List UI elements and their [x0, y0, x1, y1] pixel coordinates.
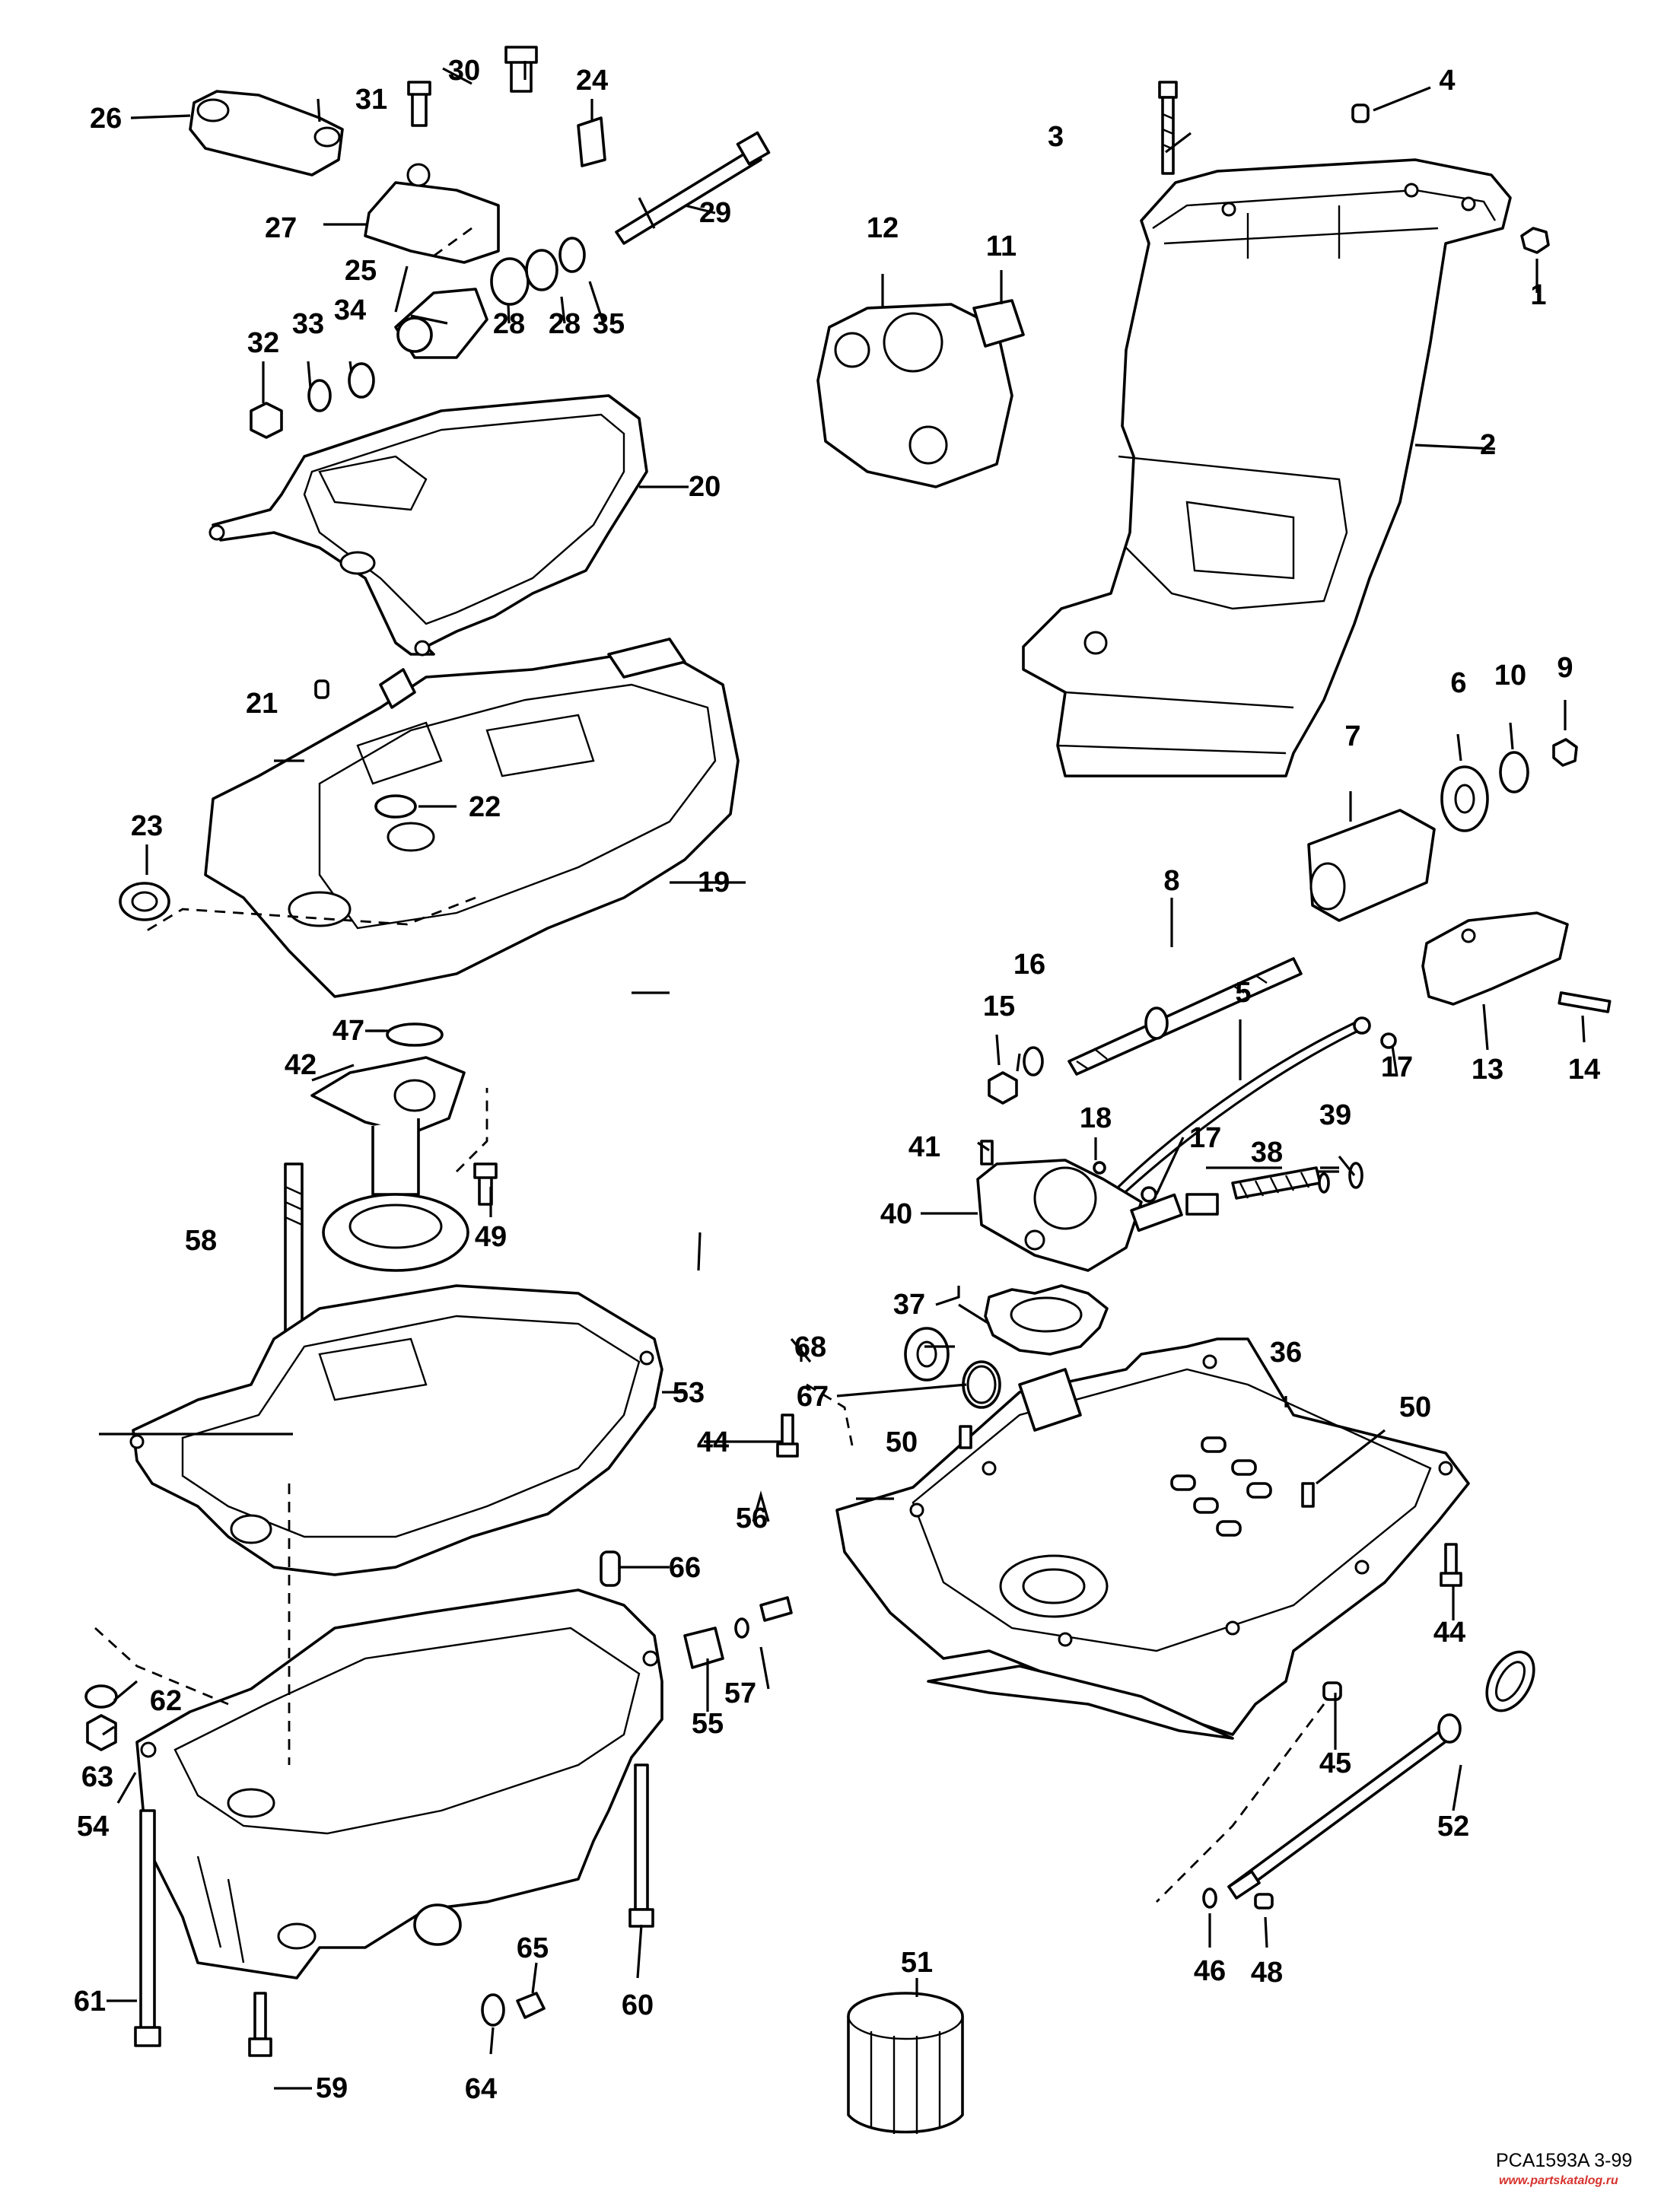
oil-pan-hardware [84, 1550, 793, 2057]
drive-shaft-housing [1022, 158, 1512, 778]
shift-bracket [816, 299, 1025, 488]
callout-65: 65 [517, 1932, 549, 1964]
oil-pan [135, 1588, 663, 1980]
callout-55: 55 [692, 1708, 724, 1740]
oil-pickup [310, 1022, 498, 1272]
callout-25: 25 [345, 255, 377, 287]
upper-mount-assembly [189, 46, 771, 439]
callout-28: 28 [493, 308, 525, 340]
callout-2: 2 [1480, 429, 1496, 461]
callout-57: 57 [724, 1677, 756, 1709]
callout-29: 29 [699, 197, 731, 229]
callout-9: 9 [1557, 652, 1573, 684]
callout-56: 56 [736, 1503, 768, 1534]
drawing-code: PCA1593A 3-99 [1496, 2150, 1633, 2171]
callout-12: 12 [867, 212, 899, 244]
oil-pump [976, 1140, 1363, 1356]
callout-19: 19 [698, 867, 730, 898]
callout-41: 41 [908, 1131, 940, 1163]
callout-44: 44 [697, 1426, 729, 1458]
callout-42: 42 [285, 1049, 317, 1081]
callout-50b: 50 [1399, 1391, 1431, 1423]
oil-pan-gasket [129, 1284, 663, 1576]
callout-40: 40 [880, 1198, 912, 1230]
oil-filter [847, 1992, 964, 2134]
drive-housing-hardware [1158, 81, 1550, 254]
callout-47: 47 [332, 1015, 364, 1047]
leader-lines [99, 61, 1586, 2090]
upper-adapter-housing [119, 638, 740, 998]
callout-67: 67 [797, 1381, 829, 1413]
callout-34: 34 [334, 294, 366, 326]
callout-68: 68 [794, 1331, 826, 1363]
callout-63: 63 [81, 1761, 113, 1793]
callout-48: 48 [1251, 1957, 1283, 1989]
source-watermark: www.partskatalog.ru [1499, 2174, 1618, 2187]
callout-50: 50 [886, 1426, 918, 1458]
upper-gasket [208, 394, 648, 657]
callout-17: 17 [1381, 1051, 1413, 1083]
callout-33: 33 [292, 308, 324, 340]
callout-64: 64 [465, 2073, 497, 2105]
dipstick [1202, 1650, 1535, 1910]
callout-17b: 17 [1189, 1122, 1221, 1154]
callout-10: 10 [1494, 660, 1526, 692]
callout-14: 14 [1568, 1054, 1600, 1086]
adapter-plate [835, 1337, 1470, 1740]
callout-28b: 28 [549, 308, 581, 340]
callout-26: 26 [90, 103, 122, 135]
callout-32: 32 [247, 327, 279, 359]
callout-31: 31 [355, 84, 387, 116]
callout-3: 3 [1048, 121, 1064, 153]
callout-37: 37 [893, 1289, 925, 1321]
callout-21: 21 [246, 688, 278, 720]
callout-45: 45 [1319, 1747, 1351, 1779]
callout-13: 13 [1472, 1054, 1503, 1086]
callout-36: 36 [1270, 1337, 1302, 1369]
callout-16: 16 [1013, 949, 1045, 981]
callout-66: 66 [669, 1552, 701, 1584]
callout-22: 22 [469, 791, 501, 823]
alignment-lines [94, 227, 1325, 1903]
callout-18: 18 [1080, 1102, 1112, 1134]
callout-61: 61 [74, 1986, 106, 2018]
callout-52: 52 [1437, 1811, 1469, 1843]
callout-labels: 1 2 3 4 5 6 7 8 9 10 11 12 13 14 15 16 1… [74, 55, 1600, 2105]
callout-15: 15 [983, 991, 1015, 1022]
callout-8: 8 [1163, 865, 1179, 897]
callout-7: 7 [1344, 720, 1360, 752]
mount-cover [1421, 911, 1612, 1013]
rear-mount-assembly [1307, 738, 1578, 922]
callout-27: 27 [265, 212, 297, 244]
callout-60: 60 [622, 1989, 654, 2021]
callout-30: 30 [448, 55, 480, 87]
callout-46: 46 [1194, 1955, 1226, 1987]
callout-4: 4 [1439, 65, 1455, 97]
callout-62: 62 [150, 1685, 182, 1717]
pump-seals [904, 1327, 1001, 1409]
mount-stud [988, 957, 1303, 1105]
callout-39: 39 [1319, 1099, 1351, 1131]
callout-44b: 44 [1433, 1617, 1465, 1649]
callout-6: 6 [1450, 667, 1466, 699]
callout-59: 59 [316, 2072, 348, 2104]
callout-51: 51 [901, 1947, 933, 1979]
callout-5: 5 [1235, 977, 1251, 1009]
callout-49: 49 [475, 1221, 507, 1253]
callout-38: 38 [1251, 1137, 1283, 1169]
callout-53: 53 [673, 1377, 705, 1409]
callout-35: 35 [593, 308, 625, 340]
callout-54: 54 [77, 1811, 109, 1843]
callout-11: 11 [986, 231, 1017, 262]
callout-24: 24 [576, 65, 608, 97]
callout-58: 58 [185, 1225, 217, 1257]
callout-1: 1 [1530, 279, 1546, 311]
callout-20: 20 [689, 471, 721, 503]
callout-23: 23 [131, 810, 163, 842]
